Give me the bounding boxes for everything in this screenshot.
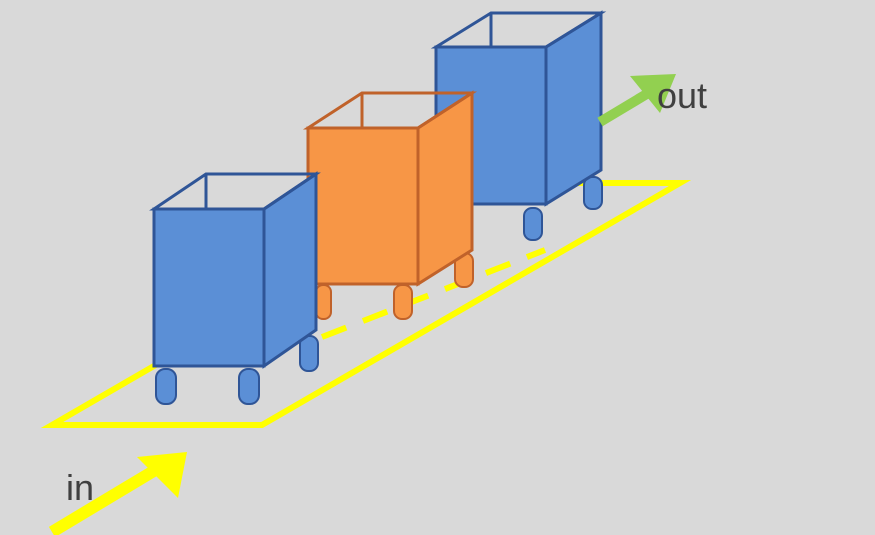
- label-in: in: [66, 467, 94, 508]
- wheel: [315, 284, 332, 320]
- arrow-out: [597, 74, 676, 127]
- arrow-in-head: [137, 452, 187, 498]
- arrow-in-shaft: [48, 460, 166, 535]
- wheel: [393, 284, 413, 320]
- cart-front-wheels: [155, 335, 319, 405]
- wheel: [583, 176, 603, 210]
- wheel: [523, 207, 543, 241]
- cart-back-wheels: [523, 176, 603, 241]
- cart-front-front: [152, 207, 266, 368]
- arrow-out-head: [630, 74, 676, 113]
- wheel: [238, 368, 260, 405]
- label-out: out: [657, 75, 707, 116]
- cart-middle-front: [306, 126, 420, 286]
- wheel: [155, 368, 177, 405]
- arrow-in: [48, 452, 187, 535]
- track-dashed-line: [320, 247, 547, 340]
- wheel: [299, 335, 319, 372]
- cart-front: [149, 171, 321, 405]
- cart-middle: [302, 90, 478, 320]
